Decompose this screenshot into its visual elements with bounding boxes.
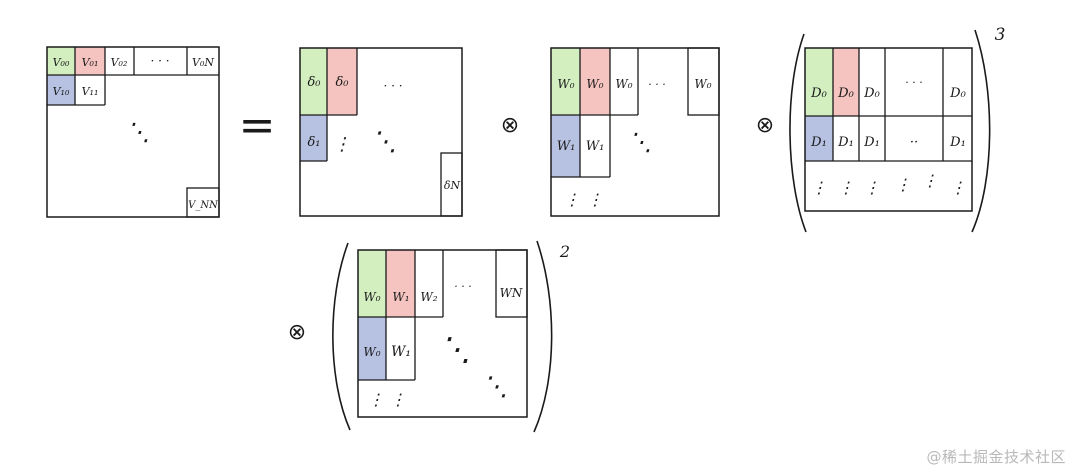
- cell-bg-blue: [300, 115, 327, 161]
- paren-left: [332, 242, 351, 431]
- power-label: 3: [995, 25, 1006, 45]
- ellipsis-h: · · ·: [454, 280, 471, 293]
- cell-w1-b: W₁: [586, 139, 605, 154]
- ellipsis-h: · · ·: [648, 78, 665, 91]
- paren-right: [971, 29, 991, 233]
- cell-w1-a: W₁: [557, 139, 576, 154]
- cell-bg-blue: [551, 115, 580, 177]
- cell-d1-c: D₁: [863, 135, 880, 150]
- cell-d0-c: D₀: [863, 86, 880, 101]
- ellipsis-diagonal: ⋱: [628, 128, 652, 156]
- ellipsis-v: ⋮: [368, 390, 384, 409]
- cell-d0-b: D₀: [837, 86, 854, 101]
- ellipsis-h: · · ·: [150, 54, 169, 68]
- cell-d0-d: D₀: [949, 86, 966, 101]
- cell-bg-red: [327, 48, 357, 115]
- ellipsis-diagonal: ⋱: [439, 330, 471, 368]
- ellipsis-v: ⋮: [922, 171, 938, 190]
- ellipsis-h: · · ·: [905, 76, 922, 89]
- cell-bg-red: [580, 48, 610, 115]
- matrix-frame: [46, 46, 220, 218]
- tensor-operator: ⊗: [288, 320, 306, 345]
- cell-v10: V₁₀: [53, 85, 70, 98]
- cell-d1-a: D₁: [810, 135, 827, 150]
- cell-d0-a: D₀: [810, 86, 827, 101]
- tensor-operator: ⊗: [756, 113, 774, 138]
- ellipsis-v: ⋮: [333, 134, 351, 155]
- cell-w2-wn: WN: [500, 286, 523, 300]
- ellipsis-diagonal: ⋱: [371, 127, 397, 157]
- ellipsis-v: ⋮: [390, 390, 406, 409]
- cell-w2-row1-w0: W₀: [363, 345, 380, 359]
- cell-delta0-a: δ₀: [307, 75, 321, 90]
- cell-w0-b: W₀: [586, 77, 603, 91]
- cell-delta1: δ₁: [307, 135, 320, 150]
- cell-v02: V₀₂: [111, 56, 128, 69]
- cell-bg-blue: [358, 317, 386, 380]
- ellipsis-v: ⋮: [564, 190, 580, 209]
- matrix-frame: [550, 47, 720, 217]
- cell-bg-green: [47, 47, 75, 75]
- cell-w2-w0: W₀: [363, 290, 380, 304]
- paren-left: [789, 33, 807, 233]
- cell-w0-a: W₀: [557, 77, 574, 91]
- cell-bg-green: [358, 250, 386, 317]
- ellipsis-v: ⋮: [864, 178, 880, 197]
- cell-v0n: V₀N: [192, 56, 214, 69]
- matrix-w2: 2 W₀ W₁ W₂ · · · WN W₀ W₁ ⋱ ⋱ ⋮ ⋮: [332, 240, 570, 433]
- cell-v11: V₁₁: [82, 85, 99, 98]
- cell-deltan: δN: [444, 179, 461, 192]
- cell-w0-c: W₀: [615, 77, 632, 91]
- cell-vnn: V_NN: [188, 200, 219, 211]
- ellipsis-v: ⋮: [587, 190, 603, 209]
- tensor-operator: ⊗: [501, 113, 519, 138]
- cell-bg-blue: [805, 116, 833, 161]
- power-label: 2: [559, 242, 570, 261]
- cell-d1-d: D₁: [949, 135, 966, 150]
- cell-w2-w1: W₁: [392, 290, 409, 304]
- matrix-delta: δ₀ δ₀ · · · δ₁ ⋮ ⋱ δN: [299, 47, 463, 217]
- cell-bg-red: [386, 250, 415, 317]
- ellipsis-h: ··: [910, 135, 918, 150]
- cell-w0-d: W₀: [694, 77, 711, 91]
- matrix-d: 3 D₀ D₀ D₀ · · · D₀ D₁ D₁ D₁ ·· D₁ ⋮ ⋮ ⋮…: [789, 25, 1006, 233]
- cell-bg-green: [805, 48, 833, 116]
- ellipsis-diagonal: ⋱: [126, 118, 150, 146]
- cell-v01: V₀₁: [82, 56, 99, 69]
- paren-right: [533, 240, 553, 433]
- matrix-frame: [299, 47, 463, 217]
- ellipsis-h: · · ·: [383, 79, 402, 93]
- watermark-text: @稀土掘金技术社区: [926, 448, 1066, 466]
- equals-sign: =: [239, 100, 276, 151]
- cell-bg-red: [75, 47, 105, 75]
- cell-w2-w2: W₂: [420, 290, 437, 304]
- matrix-v: V₀₀ V₀₁ V₀₂ · · · V₀N V₁₀ V₁₁ ⋱ V_NN: [46, 46, 220, 218]
- cell-bg-blue: [47, 75, 75, 105]
- matrix-frame: [804, 47, 973, 212]
- matrix-w: W₀ W₀ W₀ · · · W₀ W₁ W₁ ⋱ ⋮ ⋮: [550, 47, 720, 217]
- cell-v00: V₀₀: [53, 56, 70, 69]
- ellipsis-v: ⋮: [895, 175, 911, 194]
- cell-delta0-b: δ₀: [335, 75, 349, 90]
- cell-bg-red: [833, 48, 859, 116]
- cell-bg-green: [551, 48, 580, 115]
- cell-bg-green: [300, 48, 327, 115]
- cell-w2-row1-w1: W₁: [391, 344, 411, 360]
- ellipsis-v: ⋮: [811, 178, 827, 197]
- ellipsis-v: ⋮: [838, 178, 854, 197]
- ellipsis-v: ⋮: [950, 178, 966, 197]
- ellipsis-diagonal: ⋱: [482, 372, 508, 402]
- cell-d1-b: D₁: [837, 135, 854, 150]
